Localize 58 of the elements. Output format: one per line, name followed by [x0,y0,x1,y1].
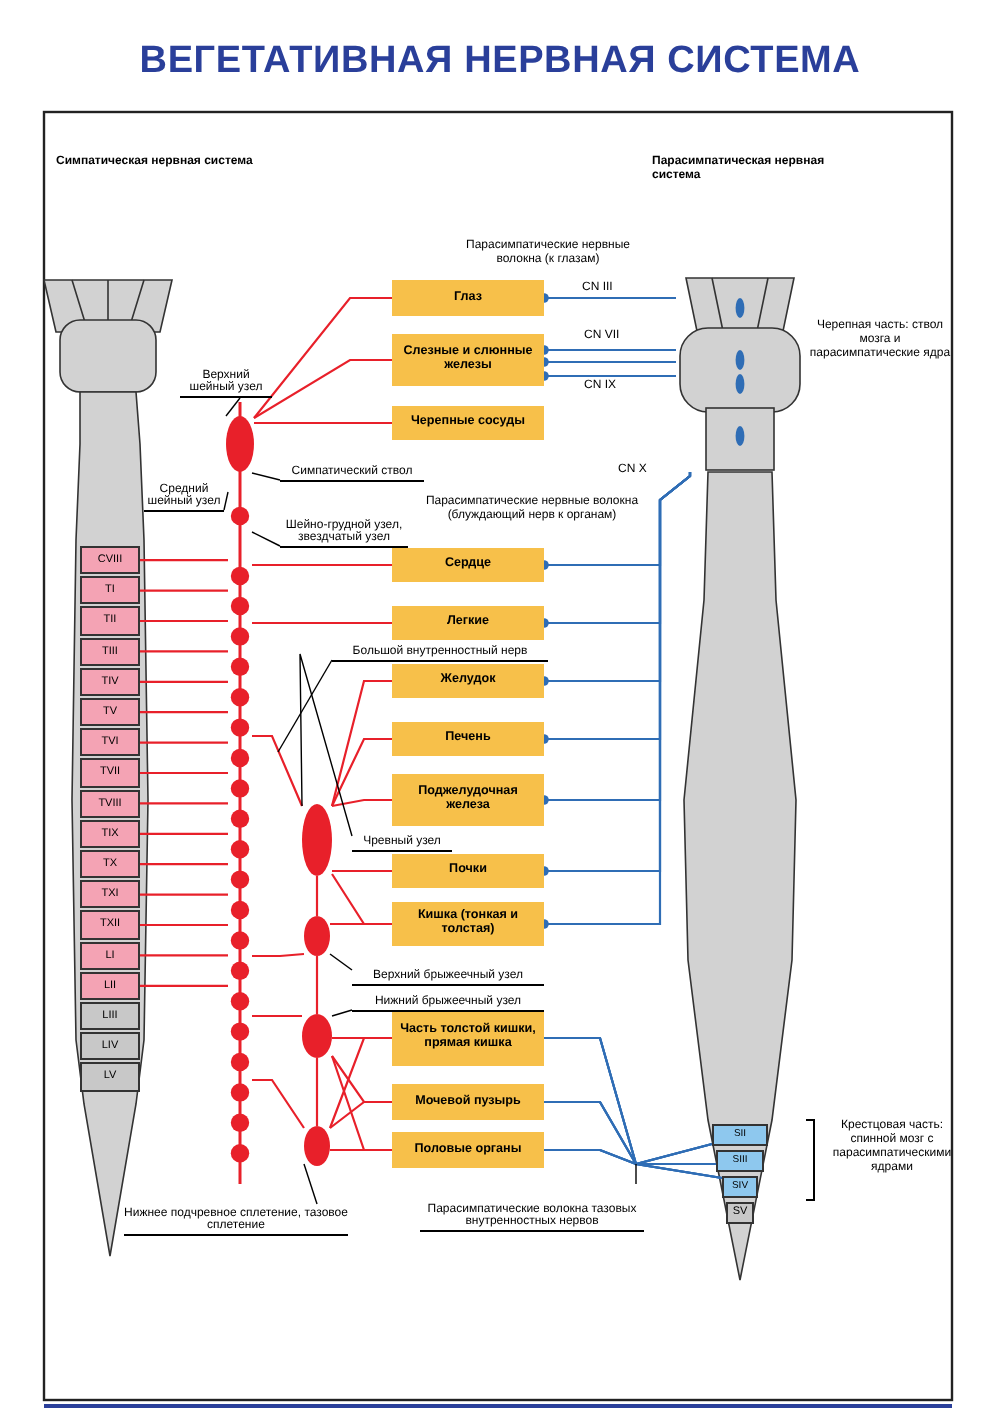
nerve-line [315,956,319,1014]
nerve-line [140,559,228,562]
nerve-line [252,1078,305,1129]
nerve-line [140,832,228,835]
nerve-line [252,563,392,567]
nerve-line [252,1014,302,1018]
nerve-line [140,802,228,805]
nerve-line [330,922,392,926]
nerve-line [253,358,392,419]
nerve-line [315,876,319,916]
sympathetic-chain [228,402,252,1184]
nerve-line [140,680,228,683]
ganglion [304,1126,330,1166]
nerve-line [329,1100,392,1129]
nerve-line [539,371,676,381]
nerve-line [140,893,228,896]
nerve-line [315,1058,319,1126]
nerve-line [330,1148,392,1152]
nerve-line [330,679,392,807]
nerve-line [140,650,228,653]
leader-line [331,1009,353,1017]
nerve-line [140,984,228,987]
nerve-line [140,589,228,592]
nerve-line [332,869,392,873]
ganglion [302,804,332,876]
nerve-line [331,737,392,807]
nerve-line [252,952,305,958]
leader-line [635,1163,637,1185]
nerve-line [140,619,228,623]
nerve-line [254,421,392,425]
leader-line [329,953,353,971]
nerve-line [539,357,676,367]
leader-line [251,531,281,547]
nerve-line [331,798,392,808]
leader-line [277,659,333,753]
nerve-line [140,954,228,957]
ganglion [302,1014,332,1058]
nerve-line [140,741,228,744]
ganglion [304,916,330,956]
leader-line [299,653,353,837]
nerve-line [140,863,228,866]
nerve-line [544,1148,723,1180]
title: ВЕГЕТАТИВНАЯ НЕРВНАЯ СИСТЕМА [137,40,863,84]
ganglion [226,416,254,472]
nerve-line [253,296,392,419]
nerve-line [539,345,676,355]
nerve-line [539,293,676,303]
nerve-line [140,711,228,714]
nerve-line [252,621,392,625]
nerve-line [328,1036,392,1129]
leader-line [225,397,241,417]
leader-line [251,472,281,481]
nerve-line [140,923,228,927]
brainstem-drawing [676,276,804,472]
leader-line [223,491,229,511]
nerve-line [252,734,303,807]
nerve-line [140,771,228,775]
leader-line [303,1163,318,1205]
